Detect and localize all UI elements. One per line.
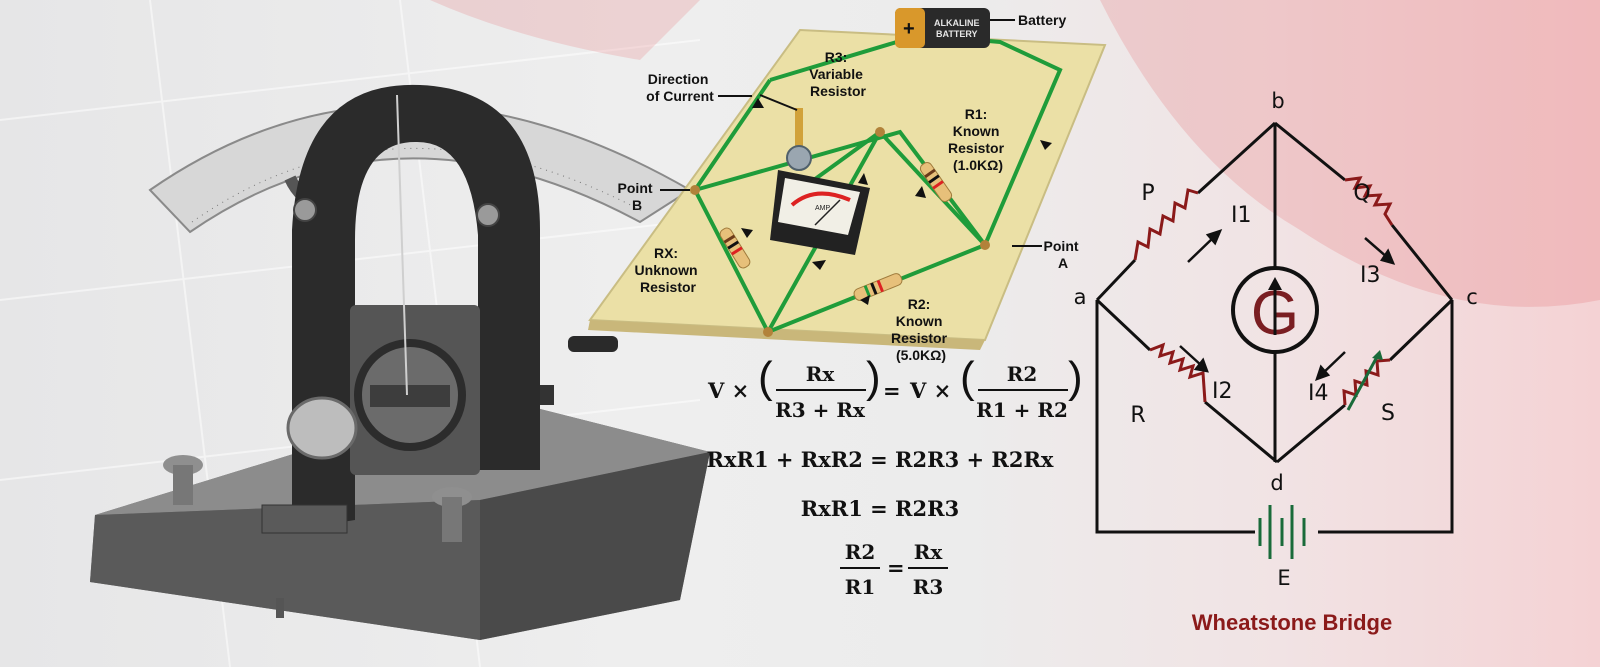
- battery-text-1: ALKALINE: [934, 18, 980, 28]
- r2-label: R2: Known Resistor (5.0KΩ): [891, 296, 951, 363]
- label-q: Q: [1353, 181, 1370, 206]
- variable-resistor-r3: [786, 108, 812, 171]
- svg-text:=: =: [887, 555, 905, 580]
- adjust-knob: [286, 396, 358, 460]
- variable-arrow: [1346, 354, 1380, 411]
- ammeter: AMP: [770, 170, 870, 255]
- background-probe-shape: [1100, 0, 1600, 307]
- current-direction-arrows: [1179, 228, 1396, 382]
- svg-text:R1 + R2: R1 + R2: [976, 398, 1068, 422]
- svg-text:V ×: V ×: [909, 378, 951, 403]
- bridge-resistors: [1133, 176, 1394, 406]
- label-i3: I3: [1360, 263, 1381, 288]
- battery-text-2: BATTERY: [936, 29, 978, 39]
- svg-text:(: (: [758, 353, 773, 402]
- svg-text:Rx: Rx: [806, 362, 836, 386]
- ammeter-label: AMP: [815, 205, 831, 212]
- bridge-equations: V × ( Rx R3 + Rx ) = V × ( R2 R1 + R2 ) …: [707, 353, 1083, 599]
- svg-text:V ×: V ×: [707, 378, 749, 403]
- battery-plus: +: [903, 18, 915, 40]
- svg-text:R1: R1: [845, 575, 876, 599]
- pointer-needle: [396, 94, 408, 396]
- resistor-p: [1133, 188, 1199, 261]
- galvanometer-photo: [90, 84, 710, 640]
- battery-cell: + ALKALINE BATTERY: [895, 8, 990, 48]
- current-arrows: [741, 98, 1052, 305]
- svg-text:(: (: [960, 353, 975, 402]
- resistor-r2: [853, 273, 903, 301]
- node-c: c: [1466, 285, 1478, 309]
- svg-text:): ): [866, 353, 881, 402]
- bridge-wires: [1095, 121, 1454, 534]
- background-probe-shape-left: [430, 0, 700, 60]
- svg-text:R2: R2: [1007, 362, 1038, 386]
- point-b-label: Point B: [618, 180, 657, 213]
- svg-text:Rx: Rx: [914, 540, 944, 564]
- svg-text:R3 + Rx: R3 + Rx: [775, 398, 866, 422]
- wheatstone-title: Wheatstone Bridge: [1192, 610, 1392, 635]
- battery-source: [1258, 505, 1306, 559]
- label-e: E: [1277, 566, 1290, 590]
- node-a: a: [1074, 285, 1087, 309]
- resistor-rx: [719, 227, 751, 269]
- node-b: b: [1271, 89, 1284, 113]
- galvanometer-symbol: G: [1231, 266, 1319, 354]
- r1-label: R1: Known Resistor (1.0KΩ): [948, 106, 1008, 173]
- rx-label: RX: Unknown Resistor: [635, 245, 702, 295]
- equation-1: V × ( Rx R3 + Rx ) = V × ( R2 R1 + R2 ): [707, 353, 1083, 422]
- equation-3: RxR1 = R2R3: [801, 496, 959, 521]
- label-i4: I4: [1308, 381, 1329, 406]
- resistor-r1: [919, 162, 953, 202]
- resistor-s: [1342, 358, 1391, 406]
- svg-text:R3: R3: [913, 575, 944, 599]
- resistor-q: [1344, 176, 1394, 226]
- node-d: d: [1270, 471, 1283, 495]
- direction-of-current-label: Direction of Current: [646, 71, 714, 104]
- breadboard-circuit: + ALKALINE BATTERY Battery AMP: [588, 8, 1107, 363]
- equation-4: R2 R1 = Rx R3: [840, 540, 948, 599]
- equation-2: RxR1 + RxR2 = R2R3 + R2Rx: [707, 447, 1054, 472]
- svg-text:R2: R2: [845, 540, 876, 564]
- label-r: R: [1130, 403, 1145, 428]
- label-i1: I1: [1231, 203, 1252, 228]
- svg-text:=: =: [883, 378, 901, 403]
- svg-text:): ): [1068, 353, 1083, 402]
- point-a-label: Point A: [1044, 238, 1083, 271]
- r3-label: R3: Variable Resistor: [809, 49, 867, 99]
- wheatstone-schematic: G b a c d P Q R S I1 I3 I2 I4: [1074, 89, 1478, 635]
- label-i2: I2: [1212, 379, 1233, 404]
- battery-label: Battery: [1018, 12, 1066, 28]
- resistor-r: [1149, 342, 1207, 403]
- label-p: P: [1141, 181, 1154, 206]
- label-s: S: [1381, 401, 1395, 426]
